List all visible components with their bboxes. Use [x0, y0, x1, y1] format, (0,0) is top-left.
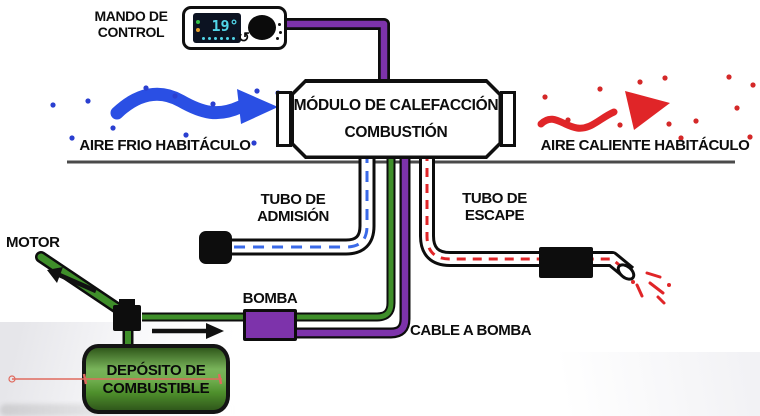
rotate-icon: ↺ [238, 29, 250, 45]
status-led-green [196, 20, 200, 24]
heater-module: MÓDULO DE CALEFACCIÓN COMBUSTIÓN [290, 79, 502, 159]
tank-label-line2: COMBUSTIBLE [102, 379, 210, 397]
control-unit: 19° ↺ [182, 6, 287, 50]
hot-air-dots [542, 74, 756, 141]
cold-air-dots [50, 85, 281, 146]
fuel-tank: DEPÓSITO DE COMBUSTIBLE [82, 344, 230, 414]
tee-connector-top [119, 299, 135, 309]
control-label-line2: CONTROL [97, 23, 165, 40]
knob-detent-dots [278, 23, 281, 26]
hot-air-arrow-shaft [537, 108, 618, 132]
exhaust-tube-dash [425, 152, 630, 275]
cold-air-label: AIRE FRIO HABITÁCULO [79, 137, 251, 154]
motor-label: MOTOR [6, 234, 60, 251]
fuel-flow-arrow-to-motor [47, 267, 97, 294]
display-button-dots [202, 37, 205, 40]
module-flange-right [500, 91, 516, 147]
control-label-line1: MANDO DE [94, 8, 168, 24]
background-shading-right [430, 352, 760, 416]
exhaust-muffler [539, 247, 593, 278]
heater-module-face: MÓDULO DE CALEFACCIÓN COMBUSTIÓN [294, 83, 499, 156]
exhaust-spray-dots [631, 280, 671, 287]
module-title-line2: COMBUSTIÓN [344, 123, 448, 141]
fuel-tank-label: DEPÓSITO DE COMBUSTIBLE [86, 362, 226, 397]
hot-air-arrow-head [625, 91, 670, 130]
heater-module-title: MÓDULO DE CALEFACCIÓN COMBUSTIÓN [294, 83, 499, 156]
cold-air-arrow-head [237, 89, 278, 124]
pump-cable [295, 152, 409, 337]
cold-air-arrow-shaft [110, 87, 247, 120]
fuel-line [142, 152, 394, 320]
control-cable [286, 20, 388, 86]
control-knob [248, 15, 276, 40]
display-temperature: 19° [211, 17, 239, 35]
exhaust-spray [635, 271, 666, 305]
status-led-orange [196, 28, 200, 32]
intake-label-line1: TUBO DE [260, 191, 326, 208]
control-cable-outline [286, 18, 390, 86]
fuel-pump [243, 309, 297, 341]
module-flange-left [276, 91, 292, 147]
hot-air-label: AIRE CALIENTE HABITÁCULO [540, 137, 750, 154]
exhaust-tube-label: TUBO DE ESCAPE [437, 190, 552, 225]
control-label: MANDO DE CONTROL [88, 8, 174, 40]
exhaust-label-line2: ESCAPE [464, 206, 525, 224]
tee-connector [113, 305, 141, 331]
exhaust-label-line1: TUBO DE [462, 190, 527, 207]
pump-cable-label: CABLE A BOMBA [410, 322, 532, 339]
module-title-line1: MÓDULO DE CALEFACCIÓN [293, 96, 499, 114]
fuel-flow-arrow-right [152, 323, 224, 339]
intake-tube [222, 152, 373, 253]
control-display: 19° [193, 13, 241, 43]
intake-tube-label: TUBO DE ADMISIÓN [232, 191, 354, 226]
pump-label: BOMBA [242, 290, 298, 307]
exhaust-mouth [616, 263, 636, 281]
intake-label-line2: ADMISIÓN [257, 207, 329, 225]
tank-label-line1: DEPÓSITO DE [106, 362, 206, 379]
intake-muffler [199, 231, 232, 264]
